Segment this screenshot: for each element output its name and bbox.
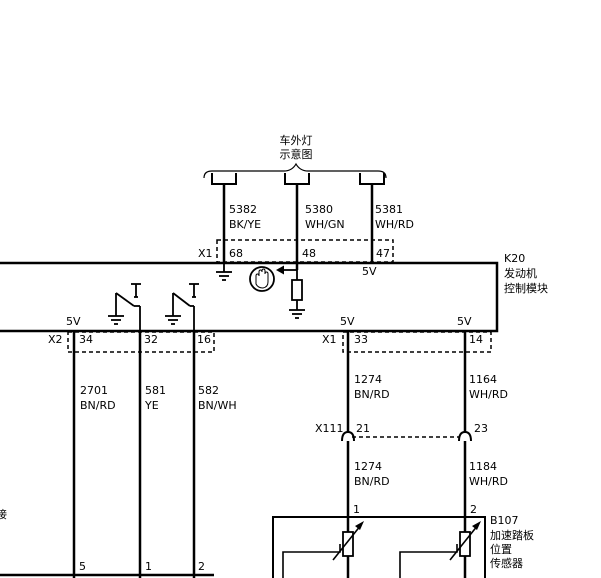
inline-connector-23	[458, 430, 472, 442]
pin-b107-2: 2	[470, 503, 477, 516]
wire-1274b-code: 1274	[354, 460, 382, 473]
module-b107-name-line2: 位置	[490, 542, 512, 556]
voltage-x1-right: 5V	[457, 315, 472, 328]
connector-x1-bottom	[342, 331, 492, 353]
voltage-k20-top: 5V	[362, 265, 377, 278]
wire-1274b-color: BN/RD	[354, 475, 390, 488]
exterior-light-title-line1: 车外灯	[280, 133, 313, 147]
module-b107-name-line1: 加速踏板	[490, 528, 534, 542]
wire-2701-code: 2701	[80, 384, 108, 397]
pin-b107-1: 1	[353, 503, 360, 516]
wire-1184-code: 1184	[469, 460, 497, 473]
pin-bottom-2: 2	[198, 560, 205, 573]
connector-x1-bottom-label: X1	[322, 333, 337, 346]
pin-48: 48	[302, 247, 316, 260]
wire-5380-color: WH/GN	[305, 218, 345, 231]
pin-34: 34	[79, 333, 93, 346]
ground-icon	[216, 263, 232, 281]
wire-5382-code: 5382	[229, 203, 257, 216]
connector-socket-5382	[211, 173, 237, 185]
potentiometer-icon	[399, 521, 481, 578]
module-k20-name-line1: 发动机	[504, 266, 537, 280]
wire-5381-code: 5381	[375, 203, 403, 216]
module-k20-outline	[0, 261, 499, 333]
pin-23: 23	[474, 422, 488, 435]
signal-arrow-head	[276, 265, 284, 275]
pin-47: 47	[376, 247, 390, 260]
cut-off-label: 接	[0, 508, 7, 521]
wire-582-color: BN/WH	[198, 399, 237, 412]
connector-x111-label: X111	[315, 422, 344, 435]
switch-icon	[165, 283, 199, 331]
wire-1164-code: 1164	[469, 373, 497, 386]
wire-1164-color: WH/RD	[469, 388, 508, 401]
connector-socket-5380	[284, 173, 310, 185]
wire-5381-color: WH/RD	[375, 218, 414, 231]
wire-582-code: 582	[198, 384, 219, 397]
wire-1184-color: WH/RD	[469, 475, 508, 488]
ground-icon	[289, 309, 305, 319]
switch-icon	[108, 283, 141, 331]
wire-5380-code: 5380	[305, 203, 333, 216]
wire-581-color: YE	[144, 399, 159, 412]
wire-1274a-color: BN/RD	[354, 388, 390, 401]
wire-581-code: 581	[145, 384, 166, 397]
pin-14: 14	[469, 333, 483, 346]
pin-21: 21	[356, 422, 370, 435]
exterior-light-title-line2: 示意图	[280, 147, 313, 161]
module-b107-outline	[272, 516, 486, 578]
wire-1274a-code: 1274	[354, 373, 382, 386]
module-k20-id: K20	[504, 252, 525, 265]
exterior-light-brace	[203, 162, 387, 179]
pin-bottom-5: 5	[79, 560, 86, 573]
pin-68: 68	[229, 247, 243, 260]
module-k20-name-line2: 控制模块	[504, 281, 548, 295]
resistor-icon	[291, 279, 303, 301]
module-b107-id: B107	[490, 514, 519, 527]
voltage-x1-left: 5V	[340, 315, 355, 328]
pin-16: 16	[197, 333, 211, 346]
wire-5382-color: BK/YE	[229, 218, 261, 231]
wire-2701-color: BN/RD	[80, 399, 116, 412]
connector-socket-5381	[359, 173, 385, 185]
pin-bottom-1: 1	[145, 560, 152, 573]
voltage-x2-left: 5V	[66, 315, 81, 328]
connector-x1-top	[216, 239, 394, 263]
connector-x2-label: X2	[48, 333, 63, 346]
pin-33: 33	[354, 333, 368, 346]
inline-connector-21	[341, 430, 355, 442]
potentiometer-icon	[282, 521, 364, 578]
hand-stop-icon	[249, 266, 275, 292]
connector-x1-top-label: X1	[198, 247, 213, 260]
module-b107-name-line3: 传感器	[490, 557, 523, 570]
pin-32: 32	[144, 333, 158, 346]
